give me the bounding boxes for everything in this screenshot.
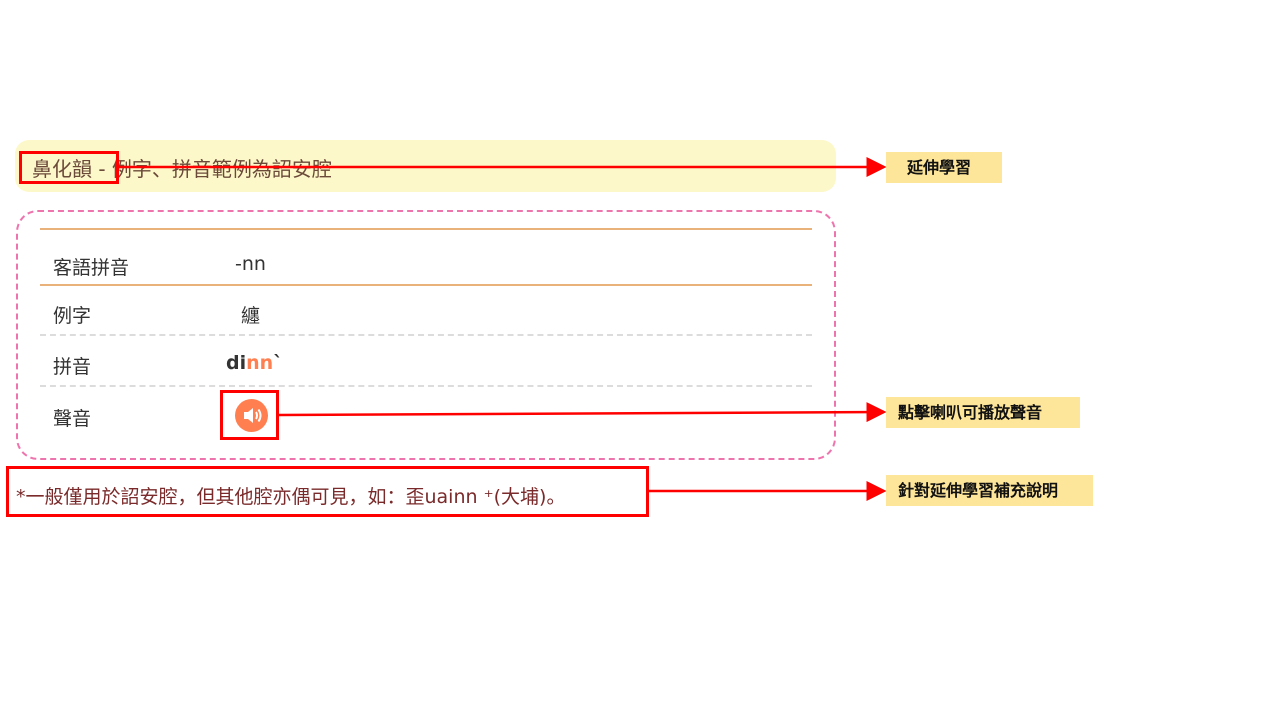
table-header-divider [40,284,812,286]
supplementary-note: *一般僅用於詔安腔，但其他腔亦偶可見，如：歪uainn ⁺(大埔)。 [16,486,566,508]
row-label-pinyin: 拼音 [53,356,92,378]
annotation-box-speaker [220,390,279,440]
row-label-example: 例字 [53,305,92,327]
row-label-pinyin-system: 客語拼音 [53,257,130,279]
annotation-box-title [19,151,119,184]
pronunciation-card [16,210,836,460]
arrow-speaker [278,402,887,423]
section-title: 鼻化韻 - 例字、拼音範例為詔安腔 [32,157,332,181]
pinyin-tone: ` [273,352,283,374]
callout-play-sound: 點擊喇叭可播放聲音 [886,397,1080,428]
speaker-icon[interactable] [235,399,268,432]
callout-extended-learning: 延伸學習 [886,152,1002,183]
row-value-example-char: 纏 [241,305,261,327]
pinyin-initial: di [226,352,247,374]
annotation-box-note [6,466,649,517]
row-value-final: -nn [235,253,266,275]
row-divider [40,334,812,336]
callout-note-explanation: 針對延伸學習補充說明 [886,475,1093,506]
row-label-sound: 聲音 [53,408,92,430]
pinyin-nasal-final: nn [246,352,274,374]
row-value-pinyin: dinn` [226,352,283,374]
row-divider [40,385,812,387]
table-top-divider [40,228,812,230]
